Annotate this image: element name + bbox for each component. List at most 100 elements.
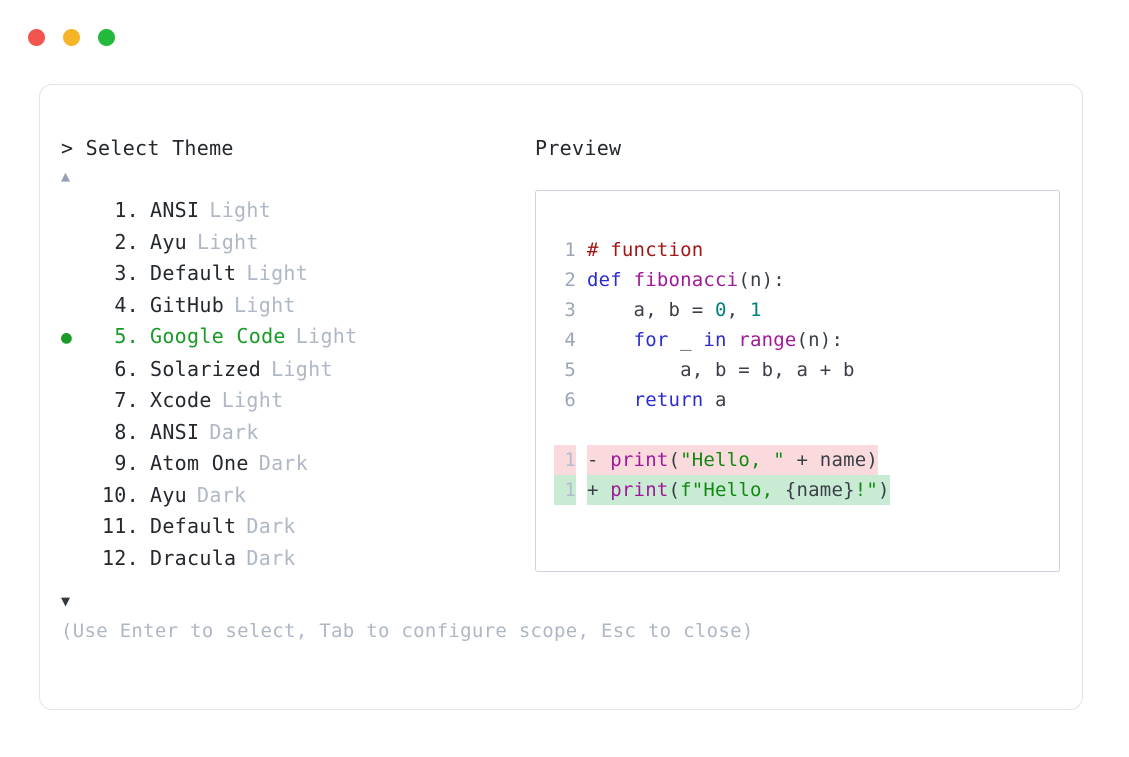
minimize-window-button[interactable] (63, 29, 80, 46)
code-token-keyword: in (703, 329, 727, 351)
theme-item-name: Google Code (150, 324, 286, 348)
diff-sign: + (587, 479, 611, 501)
code-line-number: 3 (564, 299, 576, 321)
diff-sign: - (587, 449, 611, 471)
diff-line-del: 1 - print("Hello, " + name) (536, 445, 1059, 475)
theme-item-name: Ayu (150, 229, 188, 254)
code-token-plain (587, 329, 634, 351)
code-line: 5 a, b = b, a + b (536, 355, 1059, 385)
code-token-keyword: def (587, 269, 634, 291)
scroll-down-icon[interactable]: ▼ (61, 592, 71, 610)
close-window-button[interactable] (28, 29, 45, 46)
theme-item-name: ANSI (150, 419, 200, 444)
theme-item-index: 4. (114, 292, 139, 317)
theme-item-variant: Light (271, 356, 333, 381)
theme-item-variant: Light (295, 324, 358, 348)
theme-list-item[interactable]: 10. Ayu Dark (61, 480, 531, 512)
page-title: > Select Theme (61, 136, 234, 160)
theme-item-variant: Dark (197, 482, 247, 507)
diff-line-content: - print("Hello, " + name) (587, 445, 879, 475)
theme-item-variant: Light (234, 292, 296, 317)
theme-item-index: 8. (114, 419, 139, 444)
code-line-content: return a (587, 385, 727, 415)
keyboard-hint: (Use Enter to select, Tab to configure s… (61, 620, 754, 642)
maximize-window-button[interactable] (98, 29, 115, 46)
theme-list-item[interactable]: 4. GitHub Light (61, 290, 531, 322)
code-line: 3 a, b = 0, 1 (536, 295, 1059, 325)
code-line-number: 4 (564, 329, 576, 351)
code-token-plain: (n): (796, 329, 844, 351)
diff-line-number: 1 (554, 445, 576, 475)
code-token-plain: a, b = (587, 299, 716, 321)
code-token-plain: + name) (784, 449, 879, 471)
code-token-comment: # function (587, 239, 704, 261)
code-line: 4 for _ in range(n): (536, 325, 1059, 355)
theme-item-index: 1. (114, 198, 139, 222)
theme-list-item[interactable]: 9. Atom One Dark (61, 448, 531, 480)
code-token-plain (587, 389, 634, 411)
theme-item-name: ANSI (150, 198, 200, 222)
code-token-number: 1 (749, 299, 762, 321)
code-line-content: a, b = 0, 1 (587, 295, 762, 325)
code-line-content: for _ in range(n): (587, 325, 843, 355)
code-token-plain: ) (878, 479, 890, 501)
theme-item-variant: Dark (246, 514, 296, 538)
theme-item-variant: Dark (258, 451, 309, 475)
code-token-func: print (610, 449, 669, 471)
diff-line-number: 1 (554, 475, 576, 505)
theme-item-variant: Dark (246, 545, 296, 570)
code-token-string: "Hello, " (680, 449, 785, 471)
code-line-number: 6 (564, 389, 576, 411)
theme-item-name: Ayu (150, 482, 188, 507)
code-token-number: 0 (715, 299, 727, 321)
diff-line-add: 1+ print(f"Hello, {name}!") (536, 475, 1059, 505)
theme-item-index: 3. (114, 261, 139, 285)
code-token-plain: (n): (738, 269, 785, 291)
theme-item-name: Default (150, 514, 237, 538)
code-token-keyword: return (633, 389, 704, 411)
code-token-string: !" (854, 479, 879, 501)
code-token-plain (727, 329, 739, 351)
theme-item-index: 10. (101, 482, 139, 507)
preview-title: Preview (535, 136, 622, 160)
code-blank-line (536, 415, 1059, 445)
theme-list-item[interactable]: 2. Ayu Light (61, 227, 531, 259)
theme-item-variant: Light (197, 229, 259, 254)
code-line-number: 2 (564, 269, 576, 291)
code-line: 1 # function (536, 235, 1059, 265)
window-controls (28, 29, 115, 46)
code-token-plain: _ (668, 329, 704, 351)
code-line: 2 def fibonacci(n): (536, 265, 1059, 295)
theme-item-name: Xcode (150, 388, 212, 412)
theme-item-variant: Light (209, 198, 272, 222)
code-line-number: 1 (564, 239, 576, 261)
theme-item-name: Default (150, 261, 237, 285)
theme-item-index: 11. (101, 514, 139, 538)
theme-list-item[interactable]: 11. Default Dark (61, 511, 531, 543)
theme-item-index: 6. (114, 356, 139, 381)
code-line-number: 5 (564, 359, 576, 381)
theme-item-index: 5. (114, 324, 139, 348)
code-token-plain: a (703, 389, 727, 411)
theme-item-name: Atom One (150, 451, 249, 475)
theme-item-name: GitHub (150, 292, 225, 317)
code-token-func: range (738, 329, 797, 351)
code-line: 6 return a (536, 385, 1059, 415)
theme-list-item[interactable]: 1. ANSI Light (61, 195, 531, 227)
code-token-plain: , (726, 299, 750, 321)
scroll-up-icon[interactable]: ▲ (61, 167, 71, 185)
code-token-func: fibonacci (633, 269, 739, 291)
theme-item-index: 9. (114, 451, 139, 475)
theme-item-index: 2. (114, 229, 139, 254)
